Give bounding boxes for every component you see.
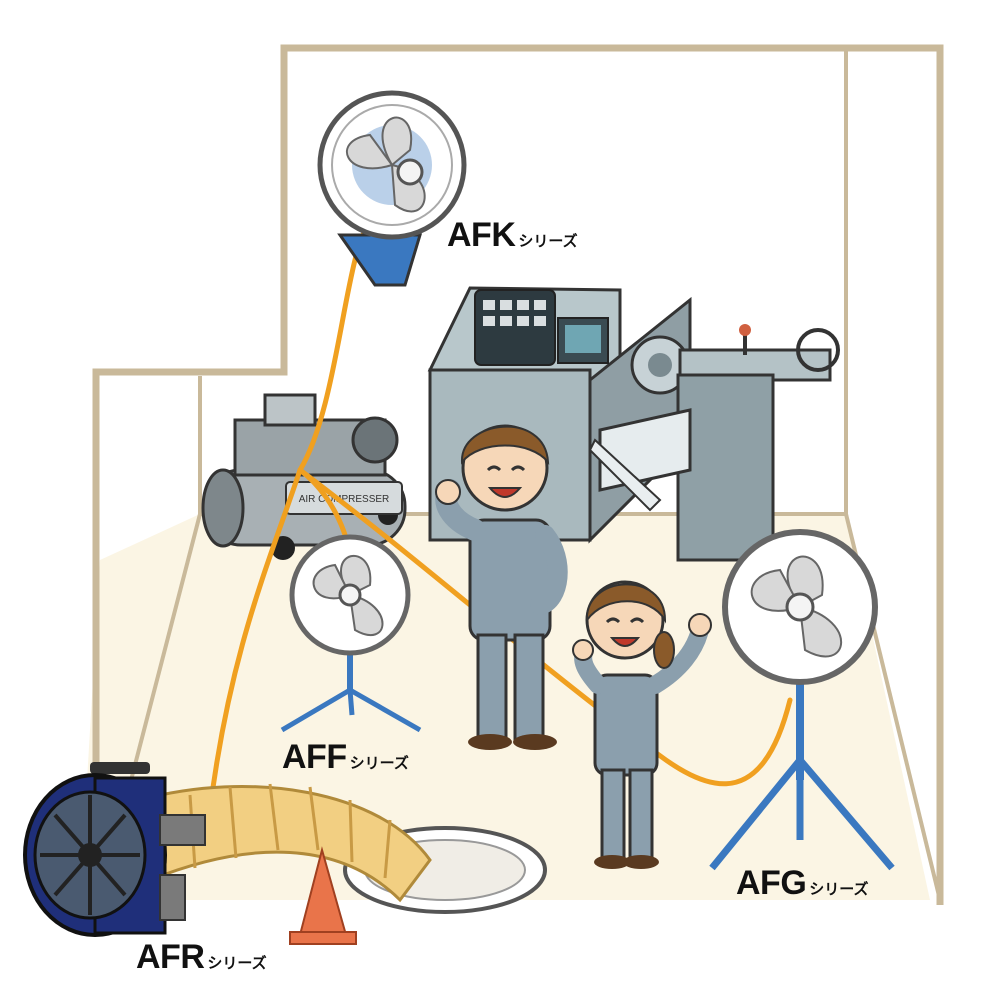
traffic-cone bbox=[289, 846, 357, 945]
afg-tripod-fan bbox=[709, 529, 895, 871]
afr-blower bbox=[23, 762, 206, 937]
afg-suffix: シリーズ bbox=[809, 881, 869, 898]
aff-floor-fan bbox=[280, 534, 422, 733]
afk-suffix: シリーズ bbox=[518, 233, 578, 250]
afg-code: AFG bbox=[736, 864, 807, 902]
aff-code: AFF bbox=[282, 738, 347, 776]
air-compressor: AIR COMPRESSER bbox=[201, 393, 407, 560]
back-wall-line bbox=[92, 44, 944, 905]
male-worker bbox=[435, 424, 568, 750]
afr-code: AFR bbox=[136, 938, 205, 976]
afk-wall-fan bbox=[317, 90, 467, 287]
afr-suffix: シリーズ bbox=[207, 955, 267, 972]
afk-code: AFK bbox=[447, 216, 516, 254]
female-worker bbox=[572, 580, 712, 869]
compressor-nameplate: AIR COMPRESSER bbox=[299, 494, 390, 505]
aff-suffix: シリーズ bbox=[349, 755, 409, 772]
